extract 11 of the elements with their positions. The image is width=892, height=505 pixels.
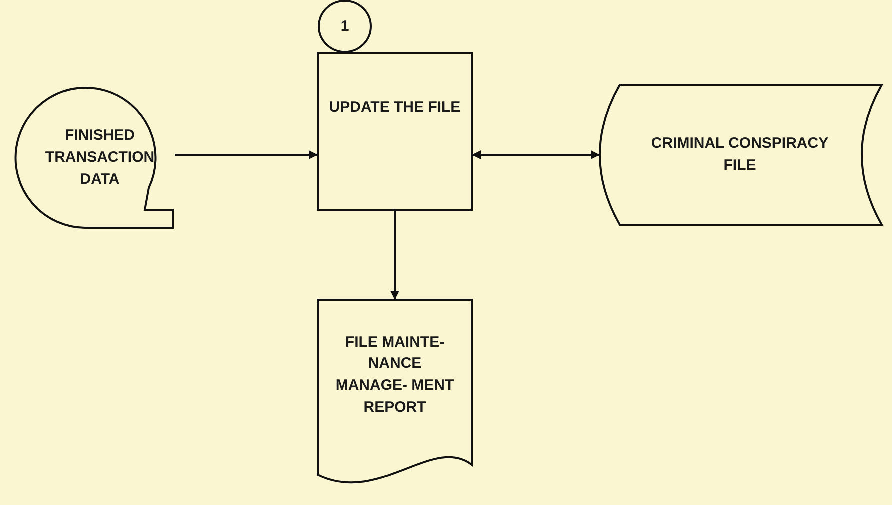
- node-label: FINISHED TRANSACTION DATA: [44, 126, 156, 190]
- node-label: CRIMINAL CONSPIRACY FILE: [650, 134, 830, 176]
- connector-circle: [318, 0, 372, 53]
- arrow: [175, 150, 318, 160]
- stored-data-symbol: [600, 85, 882, 225]
- process-box: [318, 53, 472, 210]
- arrow: [390, 210, 400, 300]
- node-label: FILE MAINTE- NANCE MANAGE- MENT REPORT: [334, 332, 456, 418]
- node-label: UPDATE THE FILE: [329, 98, 461, 118]
- connector-number: 1: [340, 16, 350, 37]
- arrow: [472, 150, 600, 160]
